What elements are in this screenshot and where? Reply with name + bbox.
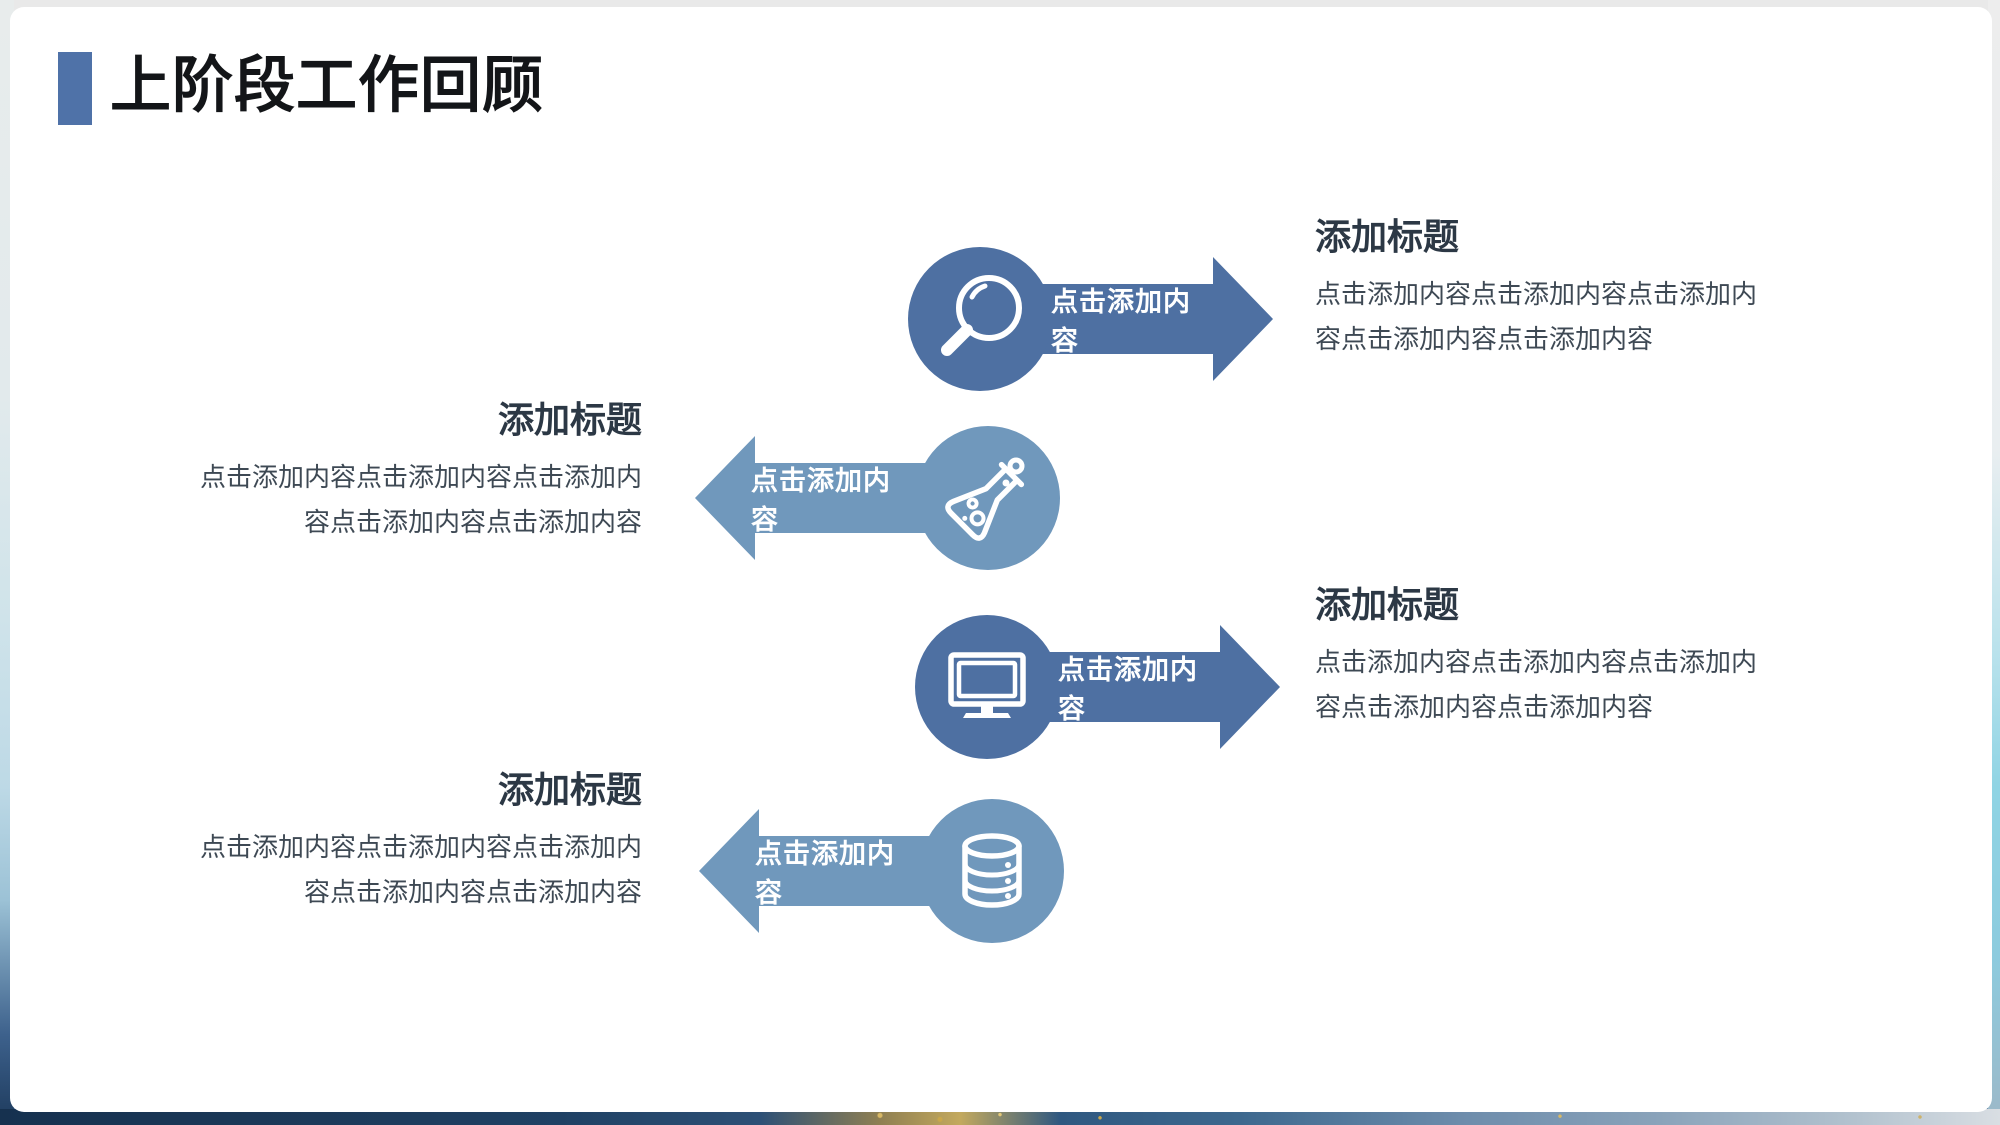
block-body: 点击添加内容点击添加内容点击添加内容点击添加内容点击添加内容 bbox=[1315, 647, 1758, 722]
process-step-2: 点击添加内容 bbox=[683, 423, 1063, 573]
monitor-icon bbox=[948, 652, 1026, 718]
magnifier-icon bbox=[941, 275, 1022, 356]
block-body: 点击添加内容点击添加内容点击添加内容点击添加内容点击添加内容 bbox=[1315, 279, 1758, 354]
block-heading: 添加标题 bbox=[497, 769, 642, 810]
text-block-1[interactable]: 添加标题 点击添加内容点击添加内容点击添加内容点击添加内容点击添加内容 bbox=[1315, 215, 1775, 362]
arrow-left-shape bbox=[699, 799, 1064, 943]
arrow-right-shape bbox=[908, 247, 1273, 391]
title-accent-bar bbox=[58, 52, 92, 125]
block-heading: 添加标题 bbox=[497, 399, 642, 440]
text-block-4[interactable]: 添加标题 点击添加内容点击添加内容点击添加内容点击添加内容点击添加内容 bbox=[192, 768, 642, 915]
arrow-placeholder-label[interactable]: 点击添加内容 bbox=[751, 466, 891, 535]
arrow-left-shape bbox=[695, 426, 1060, 570]
process-step-3: 点击添加内容 bbox=[912, 612, 1292, 762]
arrow-placeholder-label[interactable]: 点击添加内容 bbox=[1051, 287, 1191, 356]
slide: 上阶段工作回顾 点击添加内容 添加标题 点击添加内容点击添加内容点击添加内容点击… bbox=[10, 7, 1992, 1112]
page-title: 上阶段工作回顾 bbox=[110, 51, 545, 119]
block-heading: 添加标题 bbox=[1315, 216, 1460, 257]
database-icon bbox=[962, 833, 1022, 908]
arrow-placeholder-label[interactable]: 点击添加内容 bbox=[1058, 655, 1198, 724]
process-step-4: 点击添加内容 bbox=[687, 796, 1067, 946]
block-heading: 添加标题 bbox=[1315, 584, 1460, 625]
arrow-right-shape bbox=[915, 615, 1280, 759]
flask-icon bbox=[945, 457, 1025, 541]
arrow-placeholder-label[interactable]: 点击添加内容 bbox=[755, 839, 895, 908]
block-body: 点击添加内容点击添加内容点击添加内容点击添加内容点击添加内容 bbox=[199, 462, 642, 537]
background-bottom-edge bbox=[0, 1109, 2000, 1125]
process-step-1: 点击添加内容 bbox=[905, 244, 1285, 394]
text-block-2[interactable]: 添加标题 点击添加内容点击添加内容点击添加内容点击添加内容点击添加内容 bbox=[192, 398, 642, 545]
block-body: 点击添加内容点击添加内容点击添加内容点击添加内容点击添加内容 bbox=[199, 832, 642, 907]
text-block-3[interactable]: 添加标题 点击添加内容点击添加内容点击添加内容点击添加内容点击添加内容 bbox=[1315, 583, 1775, 730]
